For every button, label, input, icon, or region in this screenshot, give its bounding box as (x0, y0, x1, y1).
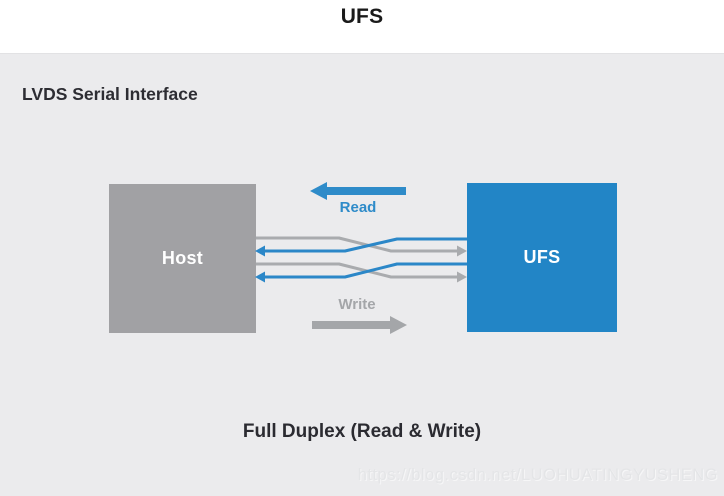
header: UFS (0, 0, 724, 53)
host-box: Host (109, 184, 256, 333)
ufs-box: UFS (467, 183, 617, 332)
interface-subtitle: LVDS Serial Interface (22, 84, 198, 104)
read-label: Read (339, 199, 377, 216)
host-box-label: Host (161, 248, 204, 268)
page-title: UFS (340, 5, 384, 28)
write-label: Write (338, 296, 376, 313)
ufs-box-label: UFS (523, 247, 561, 267)
full-duplex-caption: Full Duplex (Read & Write) (242, 421, 482, 442)
watermark-url: https://blog.csdn.net/LUOHUATINGYUSHENG (357, 466, 718, 484)
